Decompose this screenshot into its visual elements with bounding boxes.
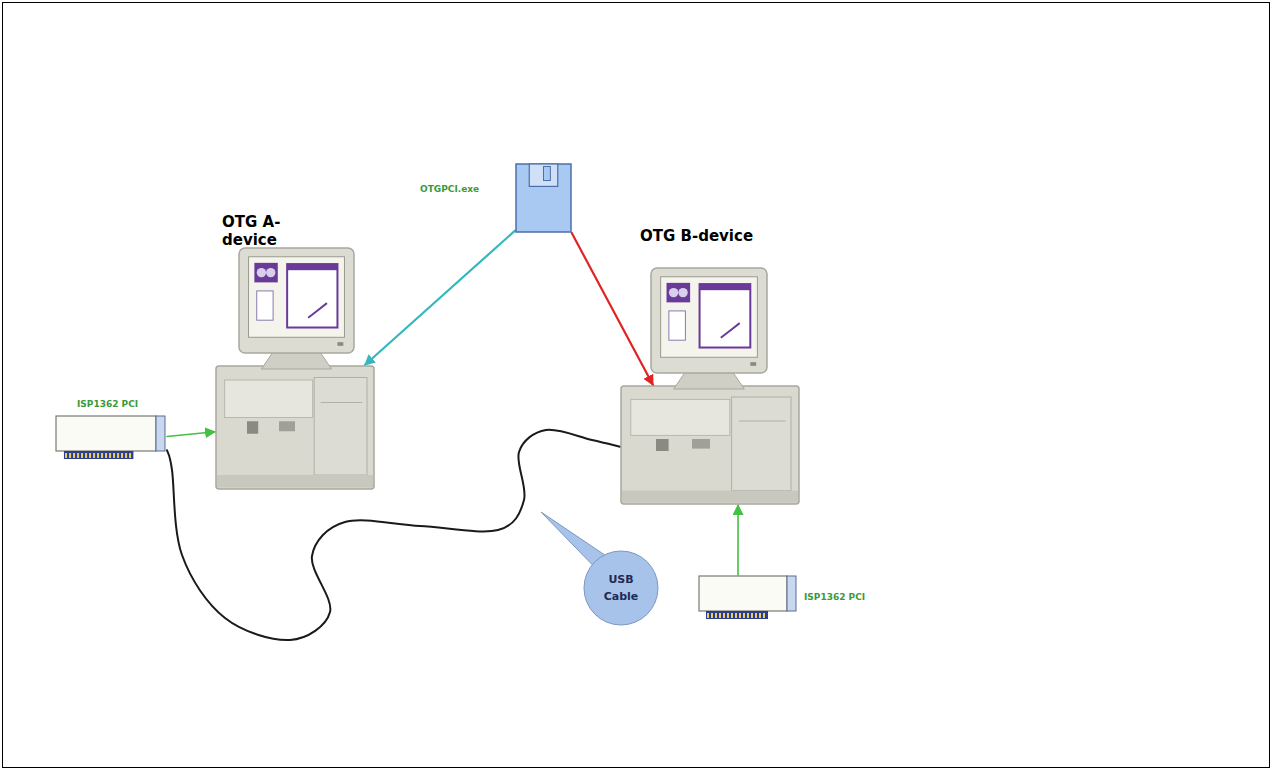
callout-bubble-shape <box>582 550 660 626</box>
install-arrow <box>167 432 215 437</box>
outer-frame <box>2 2 1270 768</box>
monitor-drawing <box>238 247 355 369</box>
callout-bubble: USB Cable <box>582 550 660 626</box>
computer-case-drawing <box>215 365 375 490</box>
file-label: OTGPCI.exe <box>420 184 479 195</box>
computer-case: OTG A-device <box>215 365 375 490</box>
pci-card: ISP1362 PCI <box>55 415 167 462</box>
install-arrow <box>737 505 739 575</box>
computer-case-drawing <box>620 385 800 505</box>
copy-arrow <box>572 233 653 385</box>
pci-card-drawing <box>698 575 798 622</box>
monitor-drawing <box>650 267 768 389</box>
pci-card: ISP1362 PCI <box>698 575 798 622</box>
computer-case: OTG B-device <box>620 385 800 505</box>
device-heading: OTG A-device <box>222 213 304 249</box>
floppy-disk: OTGPCI.exe <box>515 163 572 233</box>
pci-card-drawing <box>55 415 167 462</box>
floppy-drawing <box>515 163 572 233</box>
copy-arrow <box>365 231 515 365</box>
card-label: ISP1362 PCI <box>804 592 865 603</box>
callout-text: USB Cable <box>582 550 660 626</box>
card-label: ISP1362 PCI <box>77 399 138 410</box>
device-heading: OTG B-device <box>640 227 753 245</box>
